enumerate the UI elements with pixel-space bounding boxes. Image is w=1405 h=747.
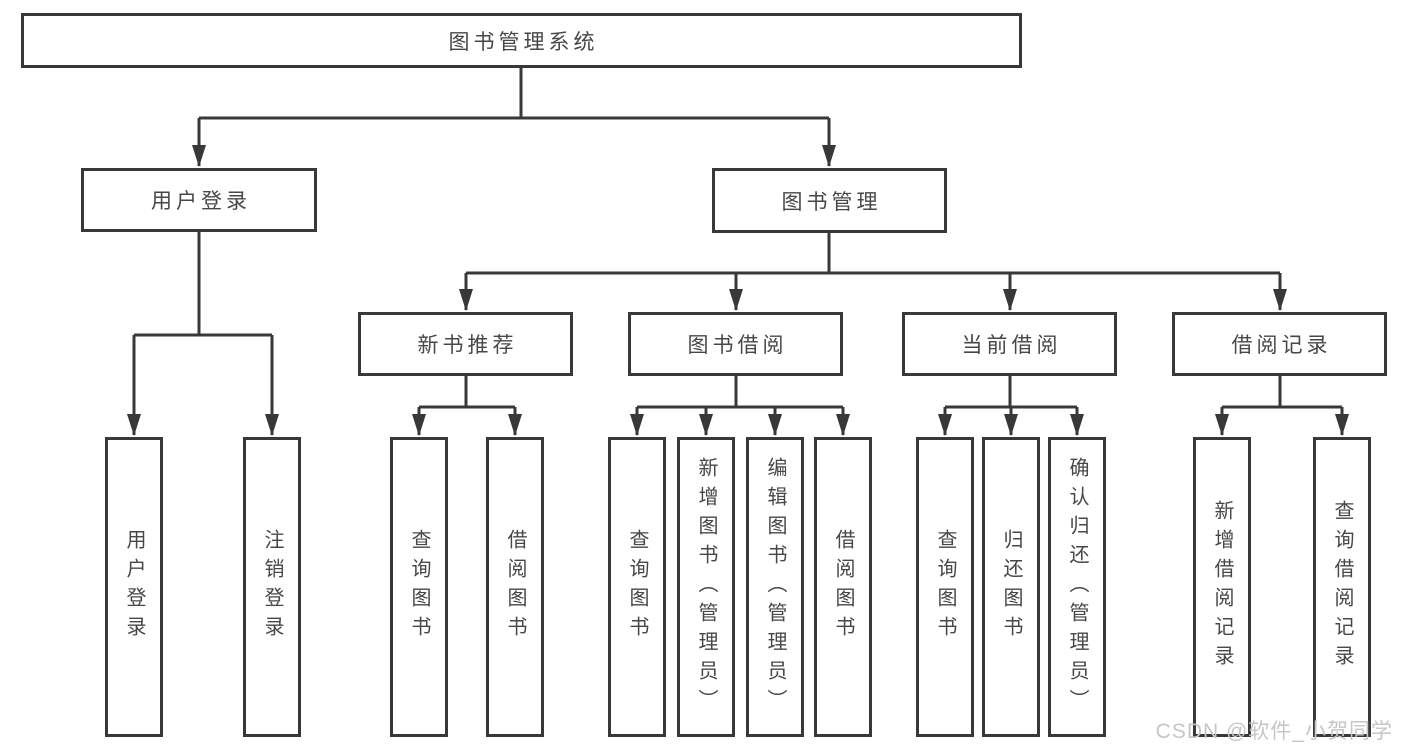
node-leaf-query-borrow-record: 查询借阅记录 bbox=[1313, 437, 1371, 737]
node-leaf-user-login: 用户登录 bbox=[105, 437, 163, 737]
connector-book-borrow-to-leaves bbox=[630, 376, 850, 436]
node-leaf-confirm-return-admin: 确认归还（管理员） bbox=[1048, 437, 1106, 737]
node-leaf-add-borrow-record: 新增借阅记录 bbox=[1193, 437, 1251, 737]
node-leaf-return-books: 归还图书 bbox=[982, 437, 1040, 737]
node-group-new-book-recommend: 新书推荐 bbox=[358, 312, 573, 376]
node-leaf-query-books-2: 查询图书 bbox=[608, 437, 666, 737]
node-leaf-add-books-admin: 新增图书（管理员） bbox=[677, 437, 735, 737]
node-root-library-management-system: 图书管理系统 bbox=[21, 13, 1022, 68]
csdn-watermark: CSDN @软件_小贺同学 bbox=[1155, 720, 1393, 743]
connector-book-management-to-level3 bbox=[459, 233, 1287, 311]
connector-current-borrow-to-leaves bbox=[938, 376, 1084, 436]
node-group-borrow-records: 借阅记录 bbox=[1172, 312, 1387, 376]
node-leaf-borrow-books-1: 借阅图书 bbox=[486, 437, 544, 737]
node-leaf-query-books-3: 查询图书 bbox=[916, 437, 974, 737]
node-branch-book-management: 图书管理 bbox=[712, 168, 947, 233]
connector-root-to-level2 bbox=[192, 68, 836, 167]
node-group-current-borrow: 当前借阅 bbox=[902, 312, 1117, 376]
connector-user-login-to-leaves bbox=[127, 232, 279, 436]
node-group-book-borrow: 图书借阅 bbox=[628, 312, 843, 376]
node-leaf-borrow-books-2: 借阅图书 bbox=[814, 437, 872, 737]
node-leaf-edit-books-admin: 编辑图书（管理员） bbox=[746, 437, 804, 737]
connector-new-book-recommend-to-leaves bbox=[412, 376, 522, 436]
connector-borrow-records-to-leaves bbox=[1215, 376, 1349, 436]
node-branch-user-login: 用户登录 bbox=[81, 168, 317, 232]
node-leaf-logout: 注销登录 bbox=[243, 437, 301, 737]
node-leaf-query-books-1: 查询图书 bbox=[390, 437, 448, 737]
